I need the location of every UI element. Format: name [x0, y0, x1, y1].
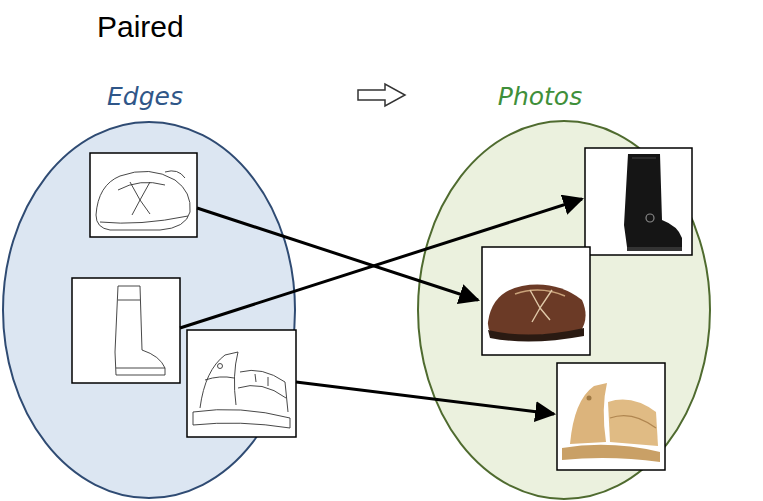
edge-sketch	[187, 330, 296, 437]
edge-sketch	[90, 153, 197, 237]
diagram-title: Paired	[97, 10, 184, 44]
block-arrow	[358, 84, 405, 106]
region-heading: Photos	[498, 82, 582, 111]
shoe-photo	[482, 247, 590, 355]
shoe-photo	[557, 363, 665, 470]
edge-sketch	[72, 278, 180, 383]
shoe-photo	[585, 148, 692, 255]
region-heading: Edges	[107, 82, 183, 111]
pair-arrows	[180, 199, 582, 414]
